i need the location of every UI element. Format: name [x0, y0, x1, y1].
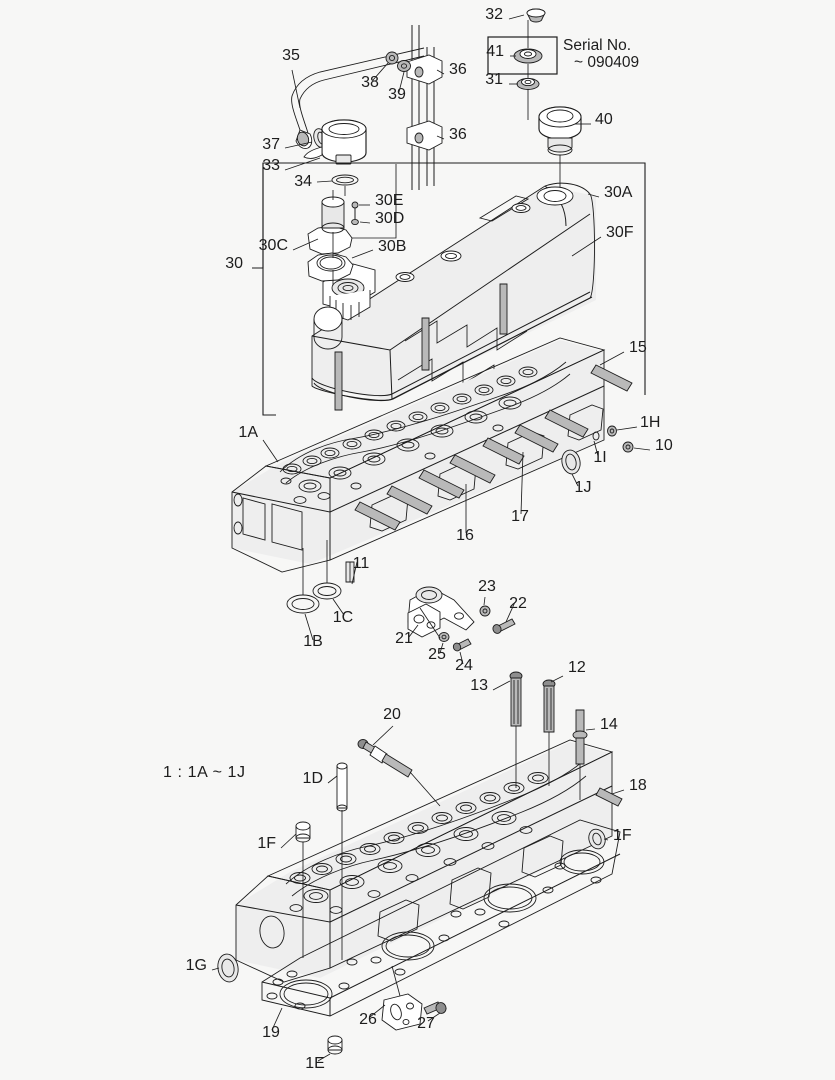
callout-1f: 1F: [257, 835, 276, 852]
callout-20: 20: [383, 706, 401, 723]
group-30-bracket: [252, 162, 646, 416]
head-gasket: [217, 819, 621, 1055]
callout-25: 25: [428, 646, 446, 663]
callout-30e: 30E: [375, 192, 403, 209]
callout-17: 17: [511, 508, 529, 525]
callout-38: 38: [361, 74, 379, 91]
callout-30: 30: [225, 255, 243, 272]
callout-1j: 1J: [575, 479, 592, 496]
serial-note-line2: ~ 090409: [574, 54, 639, 71]
callout-labels: 3241314035383936363733343030A30B30C30D30…: [186, 6, 673, 1072]
callout-1c: 1C: [333, 609, 353, 626]
head-bolts: [509, 671, 588, 800]
callout-27: 27: [417, 1015, 435, 1032]
breather-parts: [307, 186, 359, 285]
callout-11: 11: [353, 555, 370, 572]
callout-35: 35: [282, 47, 300, 64]
breather-hose-assembly: [291, 25, 443, 190]
callout-34: 34: [294, 173, 312, 190]
callout-26: 26: [359, 1011, 377, 1028]
callout-32: 32: [485, 6, 503, 23]
callout-23: 23: [478, 578, 496, 595]
callout-31: 31: [485, 71, 503, 88]
callout-1g: 1G: [186, 957, 207, 974]
callout-1a: 1A: [238, 424, 258, 441]
callout-14: 14: [600, 716, 618, 733]
callout-13: 13: [470, 677, 488, 694]
callout-33: 33: [262, 157, 280, 174]
callout-36: 36: [449, 126, 467, 143]
cylinder-head-lower: [235, 671, 623, 983]
oil-filler-cap: [538, 106, 582, 198]
callout-40: 40: [595, 111, 613, 128]
callout-22: 22: [509, 595, 527, 612]
serial-note-line1: Serial No.: [563, 37, 631, 54]
callout-21: 21: [395, 630, 413, 647]
callout-30d: 30D: [375, 210, 404, 227]
callout-15: 15: [629, 339, 647, 356]
callout-18: 18: [629, 777, 647, 794]
callout-36: 36: [449, 61, 467, 78]
callout-24: 24: [455, 657, 473, 674]
callout-39: 39: [388, 86, 406, 103]
callout-1h: 1H: [640, 414, 660, 431]
callout-37: 37: [262, 136, 280, 153]
callout-16: 16: [456, 527, 474, 544]
thermostat-bracket-assembly: [407, 586, 516, 652]
callout-30a: 30A: [604, 184, 633, 201]
callout-30c: 30C: [259, 237, 288, 254]
callout-10: 10: [655, 437, 673, 454]
callout-1d: 1D: [303, 770, 323, 787]
callout-1i: 1I: [593, 449, 606, 466]
callout-1b: 1B: [303, 633, 323, 650]
glow-plug: [357, 739, 441, 807]
callout-19: 19: [262, 1024, 280, 1041]
legend-text: 1 : 1A ~ 1J: [163, 764, 246, 781]
callout-41: 41: [486, 43, 504, 60]
cylinder-head-upper: [231, 283, 634, 614]
callout-1f: 1F: [613, 827, 632, 844]
callout-30b: 30B: [378, 238, 406, 255]
stud-bolts-upper: [334, 283, 633, 531]
callout-12: 12: [568, 659, 586, 676]
callout-30f: 30F: [606, 224, 634, 241]
leader-lines: [211, 14, 651, 1062]
serial-box: [487, 36, 558, 75]
callout-1e: 1E: [305, 1055, 325, 1072]
